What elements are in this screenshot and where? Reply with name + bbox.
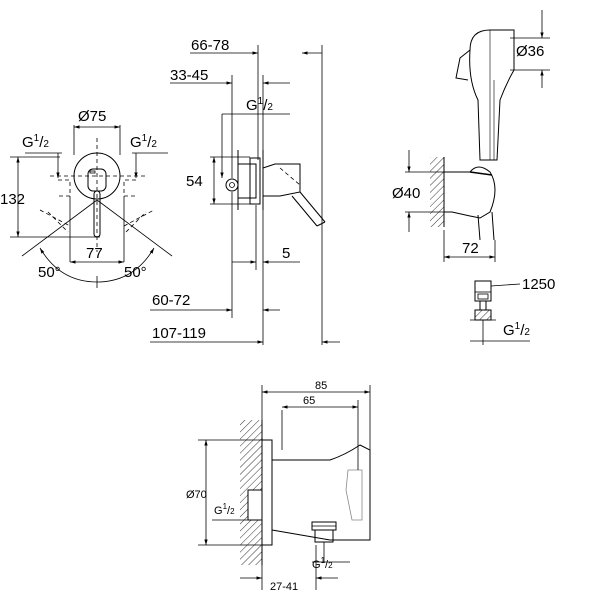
side-54-label: 54 [186, 173, 203, 190]
side-60-72-label: 60-72 [152, 292, 190, 309]
side-33-45-label: 33-45 [170, 67, 208, 84]
front-height-label: 132 [0, 191, 25, 208]
side-connector [225, 178, 239, 192]
shower-72-label: 72 [462, 240, 479, 257]
hose-end-top [474, 280, 492, 302]
shower-d36-label: Ø36 [516, 43, 544, 60]
hose-view: 1250 G1/2 [470, 276, 555, 345]
side-view: 66-78 33-45 G1/2 54 5 60-72 107-119 [150, 37, 340, 345]
wall-outlet-view: 85 65 Ø70 G1/2 G1/2 27-41 [186, 380, 371, 593]
front-angle-left-label: 50° [38, 264, 61, 281]
hose-end-knurl [474, 309, 492, 321]
hand-shower-view: Ø36 Ø40 72 [392, 10, 550, 262]
hose-thread-label: G1/2 [503, 321, 530, 339]
outlet-65-label: 65 [303, 395, 315, 407]
side-5-label: 5 [282, 245, 290, 262]
front-rosette-circle [73, 152, 121, 200]
front-width-label: 77 [86, 245, 103, 262]
front-thread-right-label: G1/2 [130, 133, 157, 151]
outlet-thread-bottom-label: G1/2 [312, 556, 333, 571]
outlet-flange [261, 439, 273, 546]
shower-d40-label: Ø40 [392, 185, 420, 202]
shower-head [469, 29, 515, 161]
front-diameter-label: Ø75 [78, 108, 106, 125]
side-66-78-label: 66-78 [191, 37, 229, 54]
front-angle-right-label: 50° [124, 264, 147, 281]
front-view: Ø75 G1/2 G1/2 132 77 50° 50° [0, 108, 173, 288]
hose-1250-label: 1250 [522, 276, 555, 293]
side-thread-label: G1/2 [246, 96, 273, 114]
front-thread-left-label: G1/2 [22, 133, 49, 151]
outlet-27-41-label: 27-41 [270, 581, 298, 593]
outlet-85-label: 85 [315, 380, 327, 392]
outlet-thread-left-label: G1/2 [214, 502, 235, 517]
side-107-119-label: 107-119 [152, 325, 206, 342]
outlet-d70-label: Ø70 [186, 489, 207, 501]
